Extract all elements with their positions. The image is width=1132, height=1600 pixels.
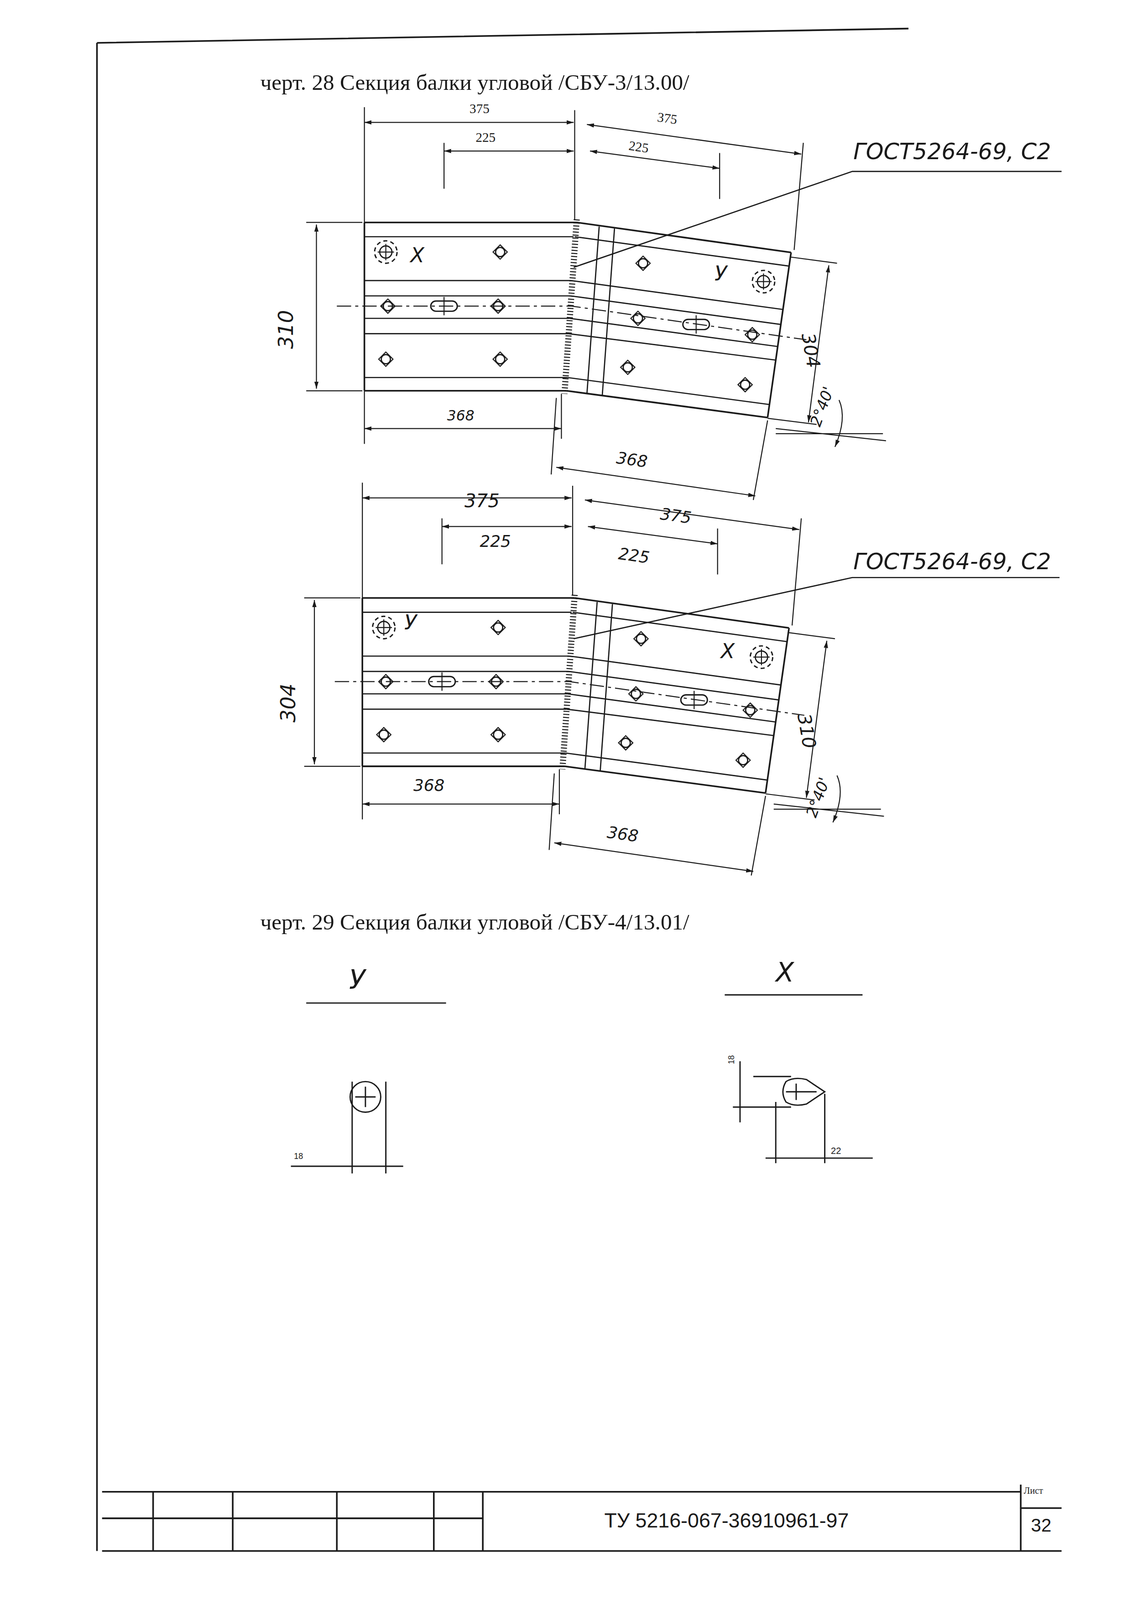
beam-section-top	[306, 107, 1062, 501]
view-mark: У	[404, 612, 417, 633]
view-title: X	[775, 959, 794, 986]
weld-note: ГОСТ5264-69, С2	[853, 140, 1051, 164]
dimension: 310	[275, 310, 297, 350]
view-title: У	[349, 966, 366, 994]
beam-section-bottom	[304, 482, 1060, 876]
dimension: 375	[469, 102, 490, 116]
dimension: 18	[293, 1153, 303, 1162]
dimension: 375	[656, 110, 679, 127]
sheet-number: 32	[1031, 1516, 1052, 1535]
dimension: 225	[475, 130, 496, 144]
document-code: ТУ 5216-067-36910961-97	[604, 1510, 849, 1532]
dimension: 368	[615, 450, 649, 471]
dimension: 225	[617, 546, 651, 567]
dimension: 375	[659, 506, 693, 527]
view-mark: У	[714, 263, 727, 284]
sheet-label: Лист	[1023, 1487, 1044, 1497]
dimension: 304	[277, 683, 299, 723]
dimension: 368	[605, 824, 640, 846]
weld-note: ГОСТ5264-69, С2	[853, 551, 1051, 574]
dimension: 375	[464, 491, 500, 511]
dimension: 225	[627, 138, 650, 155]
dimension: 310	[794, 712, 819, 751]
dimension: 18	[727, 1055, 736, 1065]
dimension: 368	[447, 408, 475, 423]
dimension: 22	[830, 1147, 841, 1157]
dimension: 304	[798, 331, 823, 370]
frame	[97, 28, 1062, 1552]
heading: черт. 29 Секция балки угловой /СБУ-4/13.…	[260, 911, 689, 934]
view-mark: X	[720, 641, 735, 662]
dimension: 225	[479, 533, 511, 551]
heading: черт. 28 Секция балки угловой /СБУ-3/13.…	[260, 71, 689, 94]
detail-views	[291, 995, 873, 1174]
view-mark: X	[410, 245, 425, 266]
dimension: 368	[413, 777, 445, 795]
